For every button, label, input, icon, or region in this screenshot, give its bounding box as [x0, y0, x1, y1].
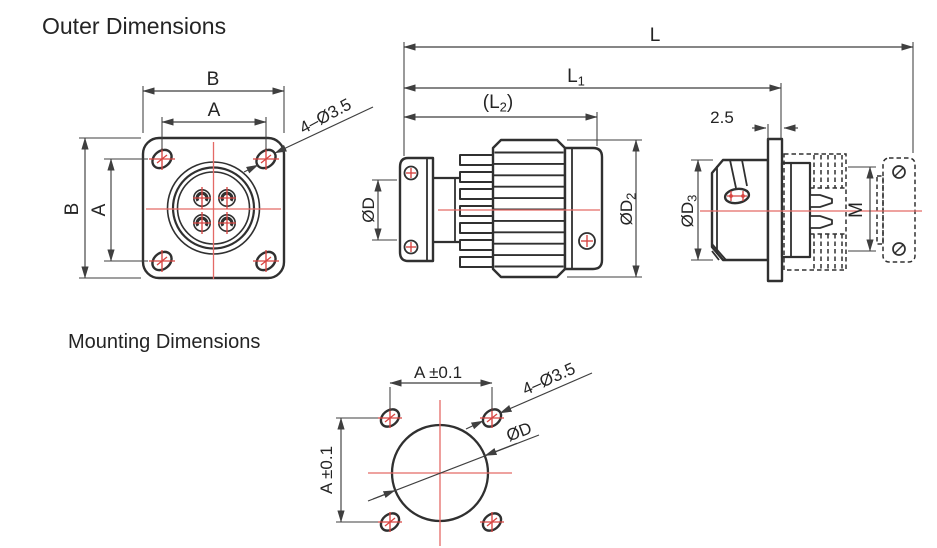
dim-label-flange-thickness: 2.5: [710, 108, 734, 127]
dim-flange-thickness: 2.5: [710, 108, 798, 140]
back-shell-screws: [403, 165, 419, 255]
ring-screw: [578, 232, 596, 250]
contact-pin-side-2: [809, 215, 833, 229]
dim-A-left: A: [89, 158, 148, 262]
dim-L: L: [403, 25, 914, 156]
outer-dimensions-title: Outer Dimensions: [42, 13, 226, 39]
dim-label-spacing-h: A ±0.1: [414, 363, 462, 382]
mating-screw-bottom: [892, 242, 906, 256]
dim-label-cutout-dia: ØD: [504, 418, 535, 445]
dim-spacing-h: A ±0.1: [389, 363, 493, 411]
contact-pins: [193, 187, 237, 234]
dim-label-thread: M: [846, 202, 867, 218]
receptacle-panel-view: ØD3 2.5 M: [678, 108, 922, 283]
mount-flange: [766, 137, 784, 283]
dim-label-holes-front: 4–Ø3.5: [296, 95, 354, 138]
dim-B-top: B: [142, 69, 285, 133]
dim-B-left: B: [62, 137, 141, 279]
mating-plug-hidden: [876, 157, 916, 263]
dim-L2: (L2): [403, 92, 598, 146]
hole-center-marks: [149, 148, 279, 272]
bayonet-slot: [723, 159, 751, 205]
mounting-holes: [378, 408, 504, 532]
clamp-fingers: [459, 154, 494, 268]
flange-centerlines: [146, 142, 281, 279]
dim-label-B-top: B: [207, 69, 220, 90]
dim-body-dia: ØD3: [678, 159, 713, 261]
mounting-pattern-view: A ±0.1 A ±0.1 ØD 4–Ø3.5: [317, 359, 593, 546]
pin-4: [218, 212, 237, 234]
dim-cable-dia: ØD: [359, 179, 397, 241]
pin-1: [193, 187, 212, 209]
back-shell: [398, 156, 435, 263]
dim-label-holes-mounting: 4–Ø3.5: [519, 359, 578, 399]
receptacle-body: [710, 158, 770, 262]
pin-2: [218, 187, 237, 209]
mounting-dimensions-title: Mounting Dimensions: [68, 331, 260, 353]
dim-label-L1: L1: [567, 66, 585, 89]
front-shell: [780, 161, 833, 259]
dim-thread: M: [846, 166, 876, 252]
bayonet-ramp: [711, 243, 727, 261]
pin-3: [193, 212, 212, 234]
dim-label-L2: (L2): [483, 92, 513, 115]
front-flange-view: B A B A 4–Ø3.5: [62, 69, 374, 280]
mating-thread-hidden: [783, 153, 847, 271]
knurl-lines: [493, 151, 565, 268]
dim-label-B-left: B: [62, 203, 83, 216]
mating-screw-top: [892, 165, 906, 179]
contact-pin-side-1: [809, 194, 833, 208]
plug-side-view: ØD ØD2 L L1 (L2): [359, 25, 914, 279]
front-ring: [563, 146, 604, 271]
dim-spacing-v: A ±0.1: [317, 417, 378, 523]
dim-label-spacing-v: A ±0.1: [317, 446, 336, 494]
knurled-coupling-nut: [491, 138, 567, 279]
dim-L1: L1: [403, 66, 782, 141]
dim-label-L: L: [650, 25, 661, 46]
dim-A-top: A: [161, 100, 267, 150]
dim-label-A-left: A: [89, 203, 110, 216]
dim-label-body-dia: ØD3: [678, 195, 700, 228]
mounting-hole-center-marks: [378, 408, 504, 532]
dim-label-A-top: A: [208, 100, 221, 121]
dim-label-outer-dia: ØD2: [617, 193, 639, 226]
dim-label-cable-dia: ØD: [359, 197, 378, 223]
dim-outer-dia: ØD2: [567, 139, 642, 278]
